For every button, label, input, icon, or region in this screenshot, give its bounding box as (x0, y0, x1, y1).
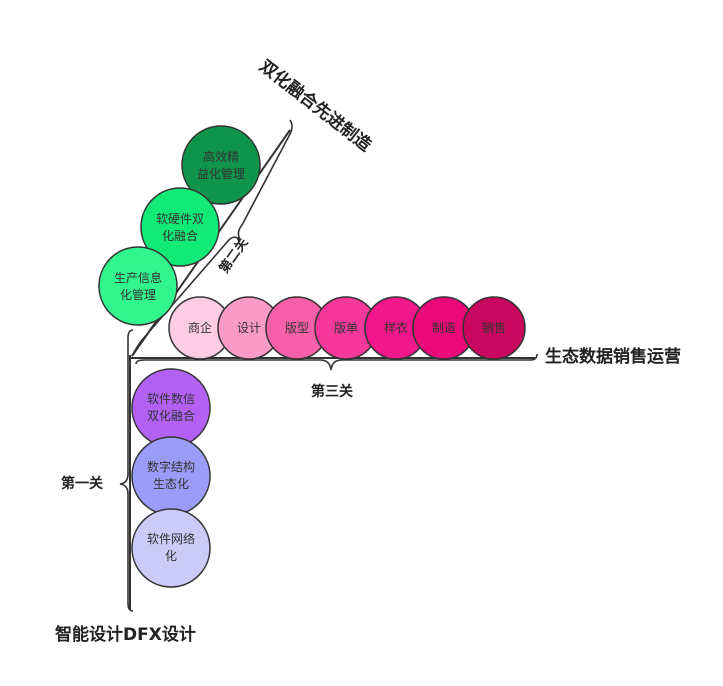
axis-title-first: 智能设计DFX设计 (55, 624, 196, 645)
stage-two-bracket (131, 119, 293, 357)
node-software-dual: 软件数信 双化融合 (131, 368, 211, 448)
stage-three-bracket (135, 353, 538, 371)
stage-two-label: 第二关 (216, 235, 251, 276)
node-efficient-lean: 高效精 益化管理 (181, 125, 261, 205)
node-production-info: 生产信息 化管理 (98, 246, 178, 326)
node-label: 版型 (285, 321, 309, 335)
stage-two-nodes: 高效精 益化管理 软硬件双 化融合 生产信息 化管理 (98, 125, 261, 326)
stage-one-nodes: 软件数信 双化融合 数字结构 生态化 软件网络 化 (131, 368, 211, 588)
node-label: 样衣 (384, 320, 408, 335)
node-sample: 样衣 (364, 296, 428, 360)
stage-three-nodes: 商企 设计 版型 版单 样衣 制造 销售 (168, 296, 526, 360)
stage-three-label: 第三关 (311, 383, 353, 400)
node-label: 销售 (482, 320, 506, 335)
node-label-line: 益化管理 (197, 166, 245, 181)
node-label-line: 软件网络 (147, 531, 195, 546)
node-label-line: 软件数信 (147, 391, 195, 406)
node-software-network: 软件网络 化 (131, 508, 211, 588)
node-label-line: 生产信息 (114, 270, 162, 285)
axis-title-third: 生态数据销售运营 (545, 346, 681, 367)
node-label-line: 数字结构 (147, 459, 195, 474)
axis-title-second: 双化融合先进制造 (255, 56, 376, 157)
stage-one-label: 第一关 (61, 475, 103, 492)
node-pattern: 版型 (265, 296, 329, 360)
node-label-line: 化管理 (120, 287, 156, 302)
node-label-line: 化 (165, 549, 177, 563)
node-label-line: 生态化 (153, 477, 189, 491)
node-sales: 销售 (462, 296, 526, 360)
node-hardware-software: 软硬件双 化融合 (140, 187, 220, 267)
node-label-line: 软硬件双 (156, 212, 204, 226)
node-label: 商企 (188, 320, 212, 335)
node-label-line: 化融合 (162, 228, 198, 243)
node-label: 设计 (237, 321, 261, 335)
node-pattern-sheet: 版单 (314, 296, 378, 360)
node-label-line: 高效精 (203, 149, 239, 164)
node-label: 版单 (334, 321, 358, 335)
node-merchant: 商企 (168, 296, 232, 360)
node-label-line: 双化融合 (147, 408, 195, 423)
node-manufacture: 制造 (412, 296, 476, 360)
node-digital-structure: 数字结构 生态化 (131, 436, 211, 516)
stage-one-bracket (119, 329, 134, 612)
node-label: 制造 (432, 321, 456, 335)
